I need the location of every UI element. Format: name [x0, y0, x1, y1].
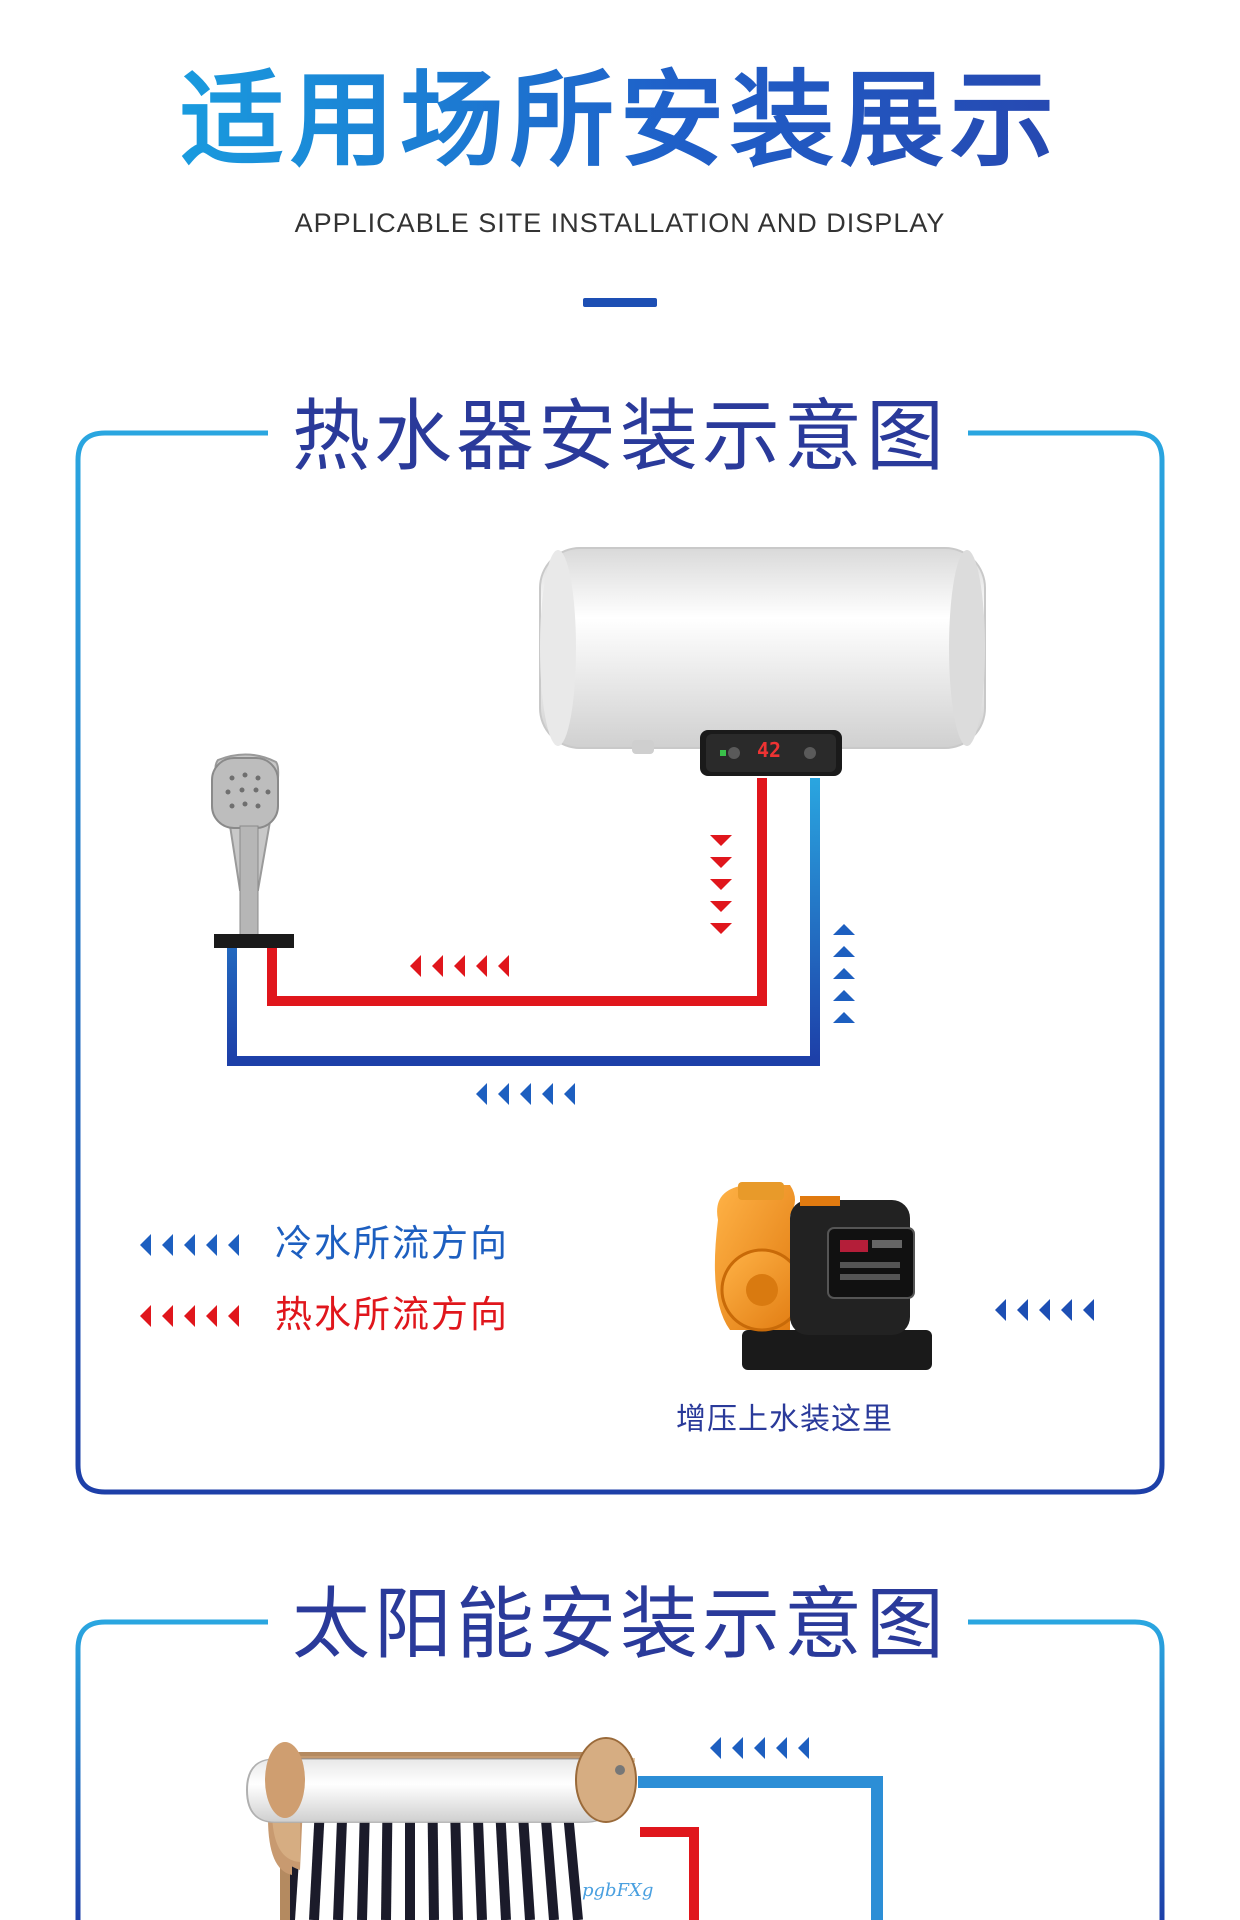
booster-pump-icon — [714, 1182, 932, 1370]
water-heater-icon — [539, 547, 986, 776]
legend-hot-arrows — [140, 1305, 239, 1327]
panel-2-title: 太阳能安装示意图 — [291, 1580, 948, 1670]
main-title: 适用场所安装展示 — [0, 60, 1240, 180]
watermark: pgbFXg — [582, 1880, 654, 1901]
legend-cold-arrows — [140, 1234, 239, 1256]
cold-flow-arrows-left — [476, 1083, 575, 1105]
hot-flow-arrows-left — [410, 955, 509, 977]
solar-cold-pipe — [638, 1776, 883, 1920]
pump-caption: 增压上水装这里 — [676, 1402, 893, 1437]
main-subtitle: APPLICABLE SITE INSTALLATION AND DISPLAY — [294, 208, 946, 238]
legend-cold-label: 冷水所流方向 — [275, 1222, 509, 1265]
panel-2-frame — [75, 1619, 1165, 1920]
panel-1-title: 热水器安装示意图 — [291, 392, 948, 482]
hot-flow-arrows-down — [710, 835, 732, 934]
shower-head-icon — [211, 753, 294, 948]
panel-1-frame — [75, 430, 1165, 1495]
cold-flow-arrows-inlet — [995, 1299, 1094, 1321]
cold-flow-arrows-up — [833, 924, 855, 1023]
solar-water-heater-icon — [245, 1737, 637, 1920]
title-divider-bar — [583, 298, 657, 307]
solar-cold-arrows-left — [710, 1737, 809, 1759]
legend-hot-label: 热水所流方向 — [275, 1293, 509, 1336]
heater-display-readout: 42 — [757, 738, 782, 762]
solar-hot-pipe — [640, 1827, 699, 1920]
hot-water-pipe — [267, 778, 767, 1006]
